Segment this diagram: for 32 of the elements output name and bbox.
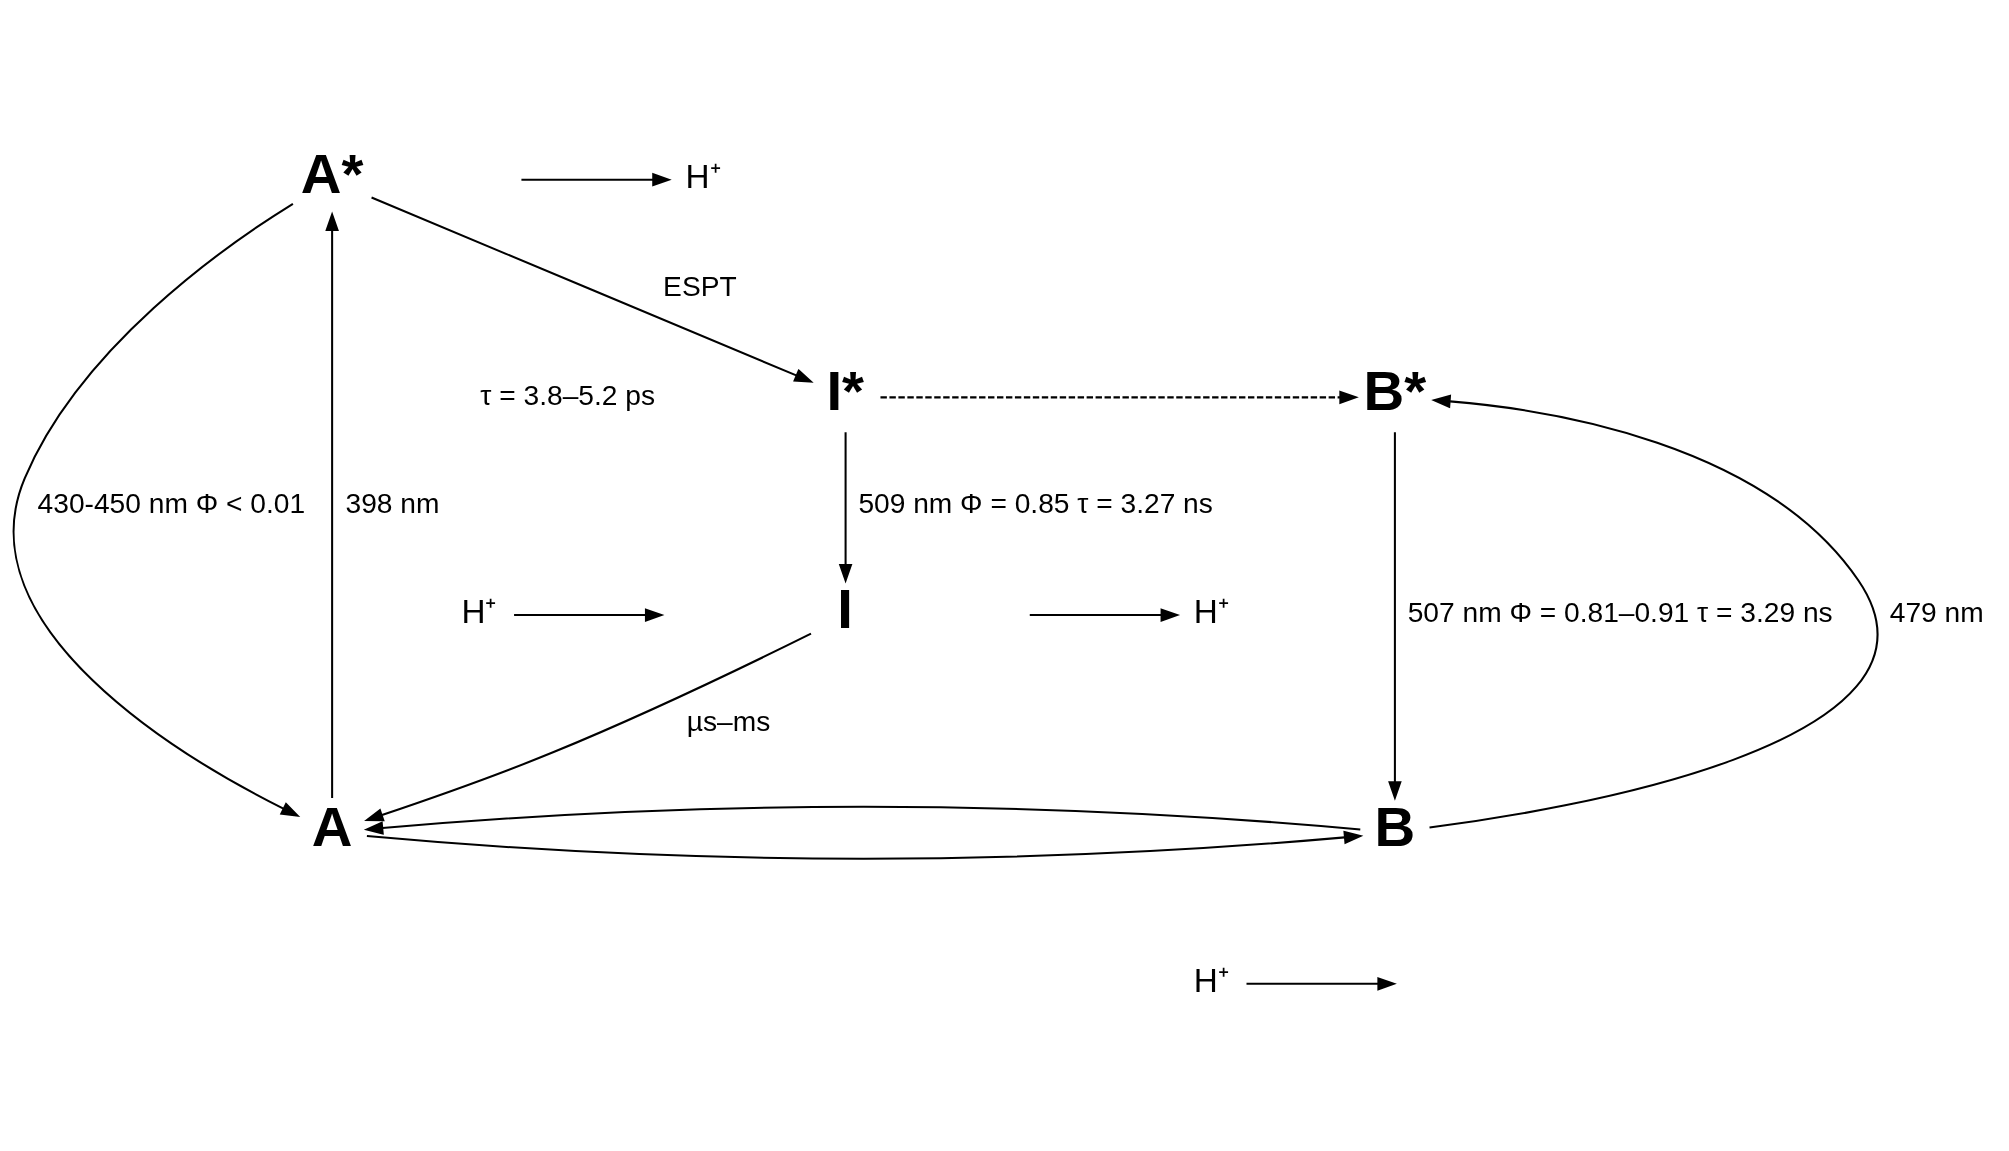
arrow (366, 830, 1364, 860)
arrow (363, 805, 1361, 835)
edge-label: 509 nm Φ = 0.85 τ = 3.27 ns (858, 486, 1213, 519)
node-text: A* (300, 141, 364, 205)
arrow (880, 390, 1359, 404)
edge-label: 507 nm Φ = 0.81–0.91 τ = 3.29 ns (1407, 595, 1833, 628)
node-text: H⁺ (685, 157, 721, 195)
node-text: B* (1363, 358, 1427, 422)
edge-label: ESPT (663, 269, 737, 302)
edge-label: 479 nm (1889, 595, 1984, 628)
edge-label: 398 nm (345, 486, 440, 519)
node-text: H⁺ (1193, 592, 1229, 630)
arrow (514, 607, 665, 622)
arrow (1246, 976, 1397, 991)
arrow (838, 431, 853, 583)
arrow (521, 172, 672, 186)
node-text: I (837, 576, 853, 640)
arrow (371, 196, 814, 383)
edge-label: µs–ms (686, 704, 771, 737)
arrow (364, 632, 812, 821)
node-text: I* (826, 358, 864, 422)
node-text: H⁺ (461, 592, 497, 630)
arrow (1029, 607, 1181, 622)
label: τ = 3.8–5.2 ps (480, 378, 656, 411)
node-text: A (311, 794, 353, 858)
arrow (13, 202, 301, 817)
arrow (1429, 394, 1877, 828)
node-text: H⁺ (1193, 961, 1229, 999)
edge-label: 430-450 nm Φ < 0.01 (37, 486, 306, 519)
node-text: B (1374, 794, 1416, 858)
arrow (325, 210, 339, 798)
arrow (1388, 431, 1402, 801)
